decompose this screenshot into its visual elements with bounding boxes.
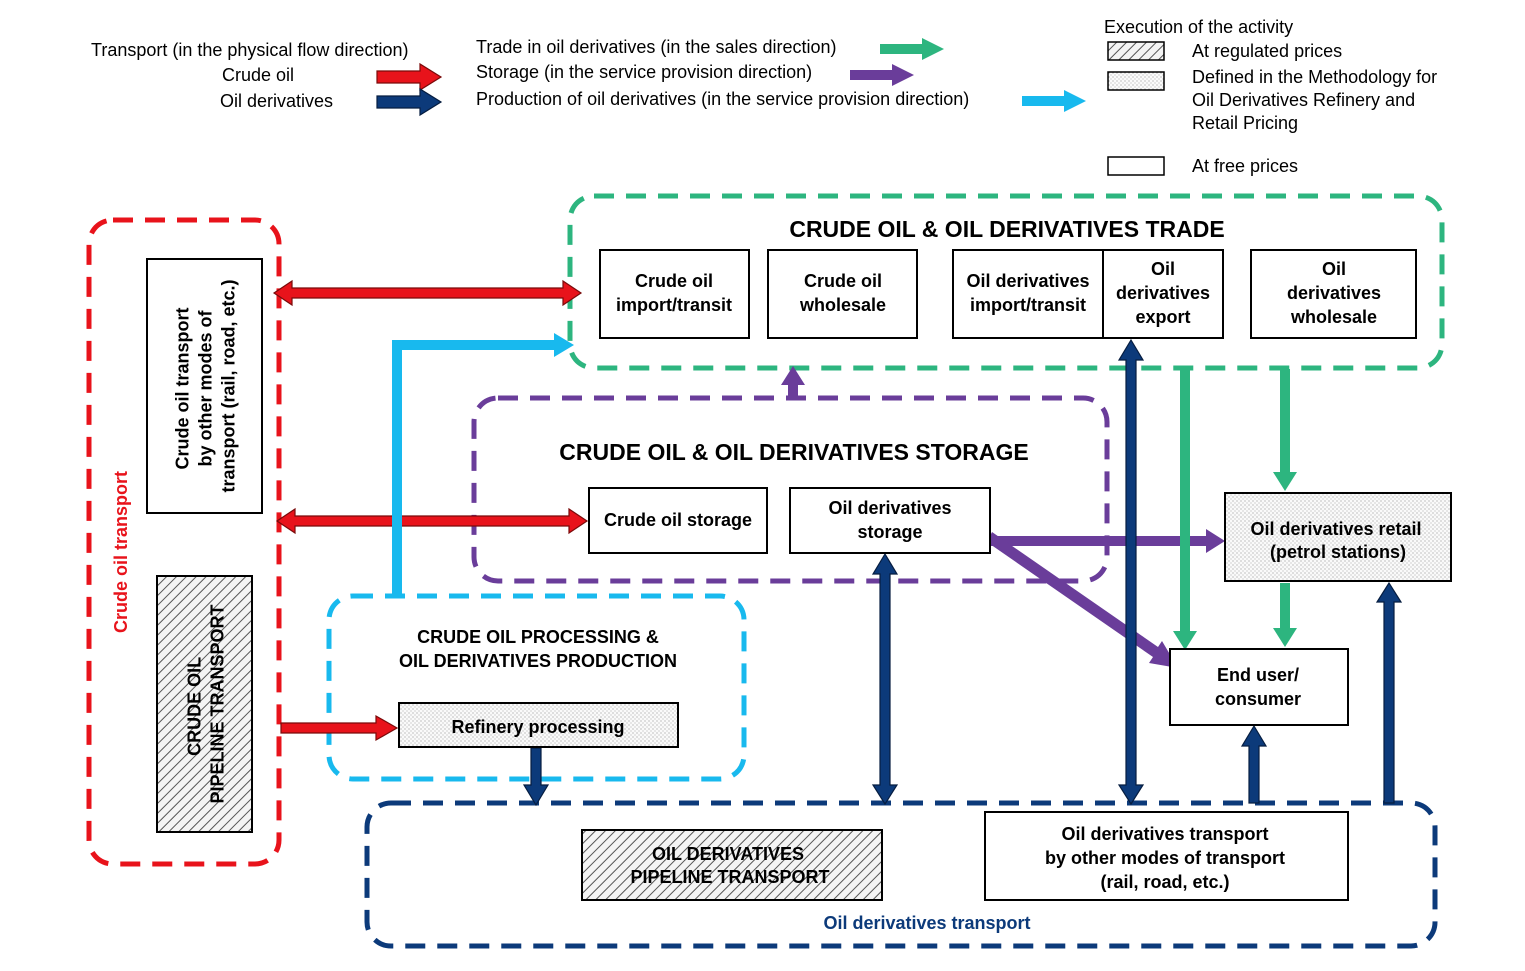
oil-derivatives-export-line-1: Oil <box>1151 259 1175 279</box>
crude-oil-wholesale-line-1: Crude oil <box>804 271 882 291</box>
legend-oil-derivatives-arrow <box>376 87 443 117</box>
oil-derivatives-wholesale-line-3: wholesale <box>1290 307 1377 327</box>
crude-oil-pipeline-line-1: CRUDE OIL <box>185 657 205 756</box>
crude-oil-wholesale-line-2: wholesale <box>799 295 886 315</box>
storage-to-end-user-arrow <box>987 532 1178 668</box>
legend-methodology-line-2: Oil Derivatives Refinery and <box>1192 90 1415 110</box>
oil-derivatives-transport-region <box>364 800 1438 949</box>
storage-region-title: CRUDE OIL & OIL DERIVATIVES STORAGE <box>559 439 1028 465</box>
trade-to-end-user-arrow <box>1173 369 1197 650</box>
trade-region-title: CRUDE OIL & OIL DERIVATIVES TRADE <box>789 216 1224 242</box>
oil-derivatives-wholesale-line-2: derivatives <box>1287 283 1381 303</box>
transport-to-end-user-arrow <box>1240 724 1268 804</box>
oil-derivatives-pipeline-line-1: OIL DERIVATIVES <box>652 844 804 864</box>
oil-derivatives-retail-line-2: (petrol stations) <box>1270 542 1406 562</box>
crude-storage-double-arrow <box>275 507 589 535</box>
oil-derivatives-storage-box <box>789 487 991 554</box>
crude-oil-other-transport-box <box>146 258 263 514</box>
refinery-processing-box <box>398 702 679 748</box>
legend-methodology-line-1: Defined in the Methodology for <box>1192 67 1437 87</box>
transport-to-retail-arrow <box>1375 581 1403 804</box>
legend-trade-label: Trade in oil derivatives (in the sales d… <box>476 37 837 57</box>
legend-storage-arrow <box>850 64 914 86</box>
legend-crude-oil-label: Crude oil <box>222 65 294 85</box>
refinery-processing-label: Refinery processing <box>451 717 624 737</box>
oil-derivatives-wholesale-box <box>1250 249 1417 339</box>
oil-derivatives-storage-line-2: storage <box>857 522 922 542</box>
crude-oil-other-transport-line-1: Crude oil transport <box>173 308 193 470</box>
retail-to-end-user-arrow <box>1273 583 1297 647</box>
legend-execution-heading: Execution of the activity <box>1104 17 1293 37</box>
legend-storage-label: Storage (in the service provision direct… <box>476 62 812 82</box>
crude-import-double-arrow <box>272 279 583 307</box>
oil-derivatives-other-transport-box <box>984 811 1349 901</box>
processing-region-title-line-1: CRUDE OIL PROCESSING & <box>417 627 659 647</box>
crude-oil-wholesale-box <box>767 249 918 339</box>
export-transport-double-arrow <box>1117 338 1145 806</box>
crude-to-refinery-arrow <box>280 714 399 742</box>
legend: Transport (in the physical flow directio… <box>91 17 1437 176</box>
refinery-to-pipeline-arrow <box>522 747 550 807</box>
oil-derivatives-pipeline-line-2: PIPELINE TRANSPORT <box>630 867 829 887</box>
crude-oil-import-transit-box <box>599 249 750 339</box>
crude-oil-pipeline-box <box>156 575 253 833</box>
oil-derivatives-export-box <box>1102 249 1224 339</box>
trade-to-retail-arrow <box>1273 369 1297 491</box>
crude-oil-other-transport-line-3: transport (rail, road, etc.) <box>219 279 239 492</box>
legend-trade-arrow <box>880 38 944 60</box>
oil-derivatives-other-transport-line-3: (rail, road, etc.) <box>1100 872 1229 892</box>
end-user-box <box>1169 648 1349 726</box>
legend-oil-derivatives-label: Oil derivatives <box>220 91 333 111</box>
storage-to-trade-arrow <box>781 366 805 400</box>
legend-free-label: At free prices <box>1192 156 1298 176</box>
oil-derivatives-import-transit-line-1: Oil derivatives <box>966 271 1089 291</box>
oil-derivatives-transport-region-label: Oil derivatives transport <box>823 913 1030 933</box>
crude-oil-other-transport-label: Crude oil transport by other modes of tr… <box>173 279 239 492</box>
oil-derivatives-other-transport-line-1: Oil derivatives transport <box>1061 824 1268 844</box>
legend-free-swatch <box>1107 156 1165 176</box>
end-user-line-2: consumer <box>1215 689 1301 709</box>
oil-derivatives-other-transport-line-2: by other modes of transport <box>1045 848 1285 868</box>
legend-crude-oil-arrow <box>376 62 443 92</box>
processing-region-title-line-2: OIL DERIVATIVES PRODUCTION <box>399 651 677 671</box>
crude-oil-storage-label: Crude oil storage <box>604 510 752 530</box>
oil-derivatives-import-transit-box <box>952 249 1104 339</box>
crude-oil-pipeline-label: CRUDE OIL PIPELINE TRANSPORT <box>185 604 228 803</box>
legend-methodology-swatch <box>1107 71 1165 91</box>
oil-derivatives-storage-line-1: Oil derivatives <box>828 498 951 518</box>
crude-oil-other-transport-line-2: by other modes of <box>196 309 216 466</box>
crude-oil-pipeline-line-2: PIPELINE TRANSPORT <box>208 604 228 803</box>
crude-oil-transport-region <box>86 217 282 867</box>
storage-to-retail-arrow <box>990 529 1225 553</box>
end-user-line-1: End user/ <box>1217 665 1299 685</box>
legend-production-arrow <box>1022 90 1086 112</box>
storage-transport-double-arrow <box>871 552 899 806</box>
crude-oil-transport-region-label: Crude oil transport <box>111 471 131 633</box>
legend-regulated-swatch <box>1107 41 1165 61</box>
legend-production-label: Production of oil derivatives (in the se… <box>476 89 969 109</box>
oil-derivatives-retail-line-1: Oil derivatives retail <box>1250 519 1421 539</box>
oil-derivatives-import-transit-line-2: import/transit <box>970 295 1086 315</box>
legend-transport-heading: Transport (in the physical flow directio… <box>91 40 408 60</box>
crude-oil-import-transit-line-1: Crude oil <box>635 271 713 291</box>
oil-derivatives-retail-box <box>1224 492 1452 582</box>
legend-regulated-label: At regulated prices <box>1192 41 1342 61</box>
oil-derivatives-export-line-2: derivatives <box>1116 283 1210 303</box>
production-to-trade-arrow <box>392 333 574 596</box>
crude-oil-import-transit-line-2: import/transit <box>616 295 732 315</box>
crude-oil-storage-box <box>588 487 768 554</box>
oil-derivatives-export-line-3: export <box>1135 307 1190 327</box>
legend-methodology-line-3: Retail Pricing <box>1192 113 1298 133</box>
oil-derivatives-pipeline-box <box>581 829 883 901</box>
oil-derivatives-wholesale-line-1: Oil <box>1322 259 1346 279</box>
